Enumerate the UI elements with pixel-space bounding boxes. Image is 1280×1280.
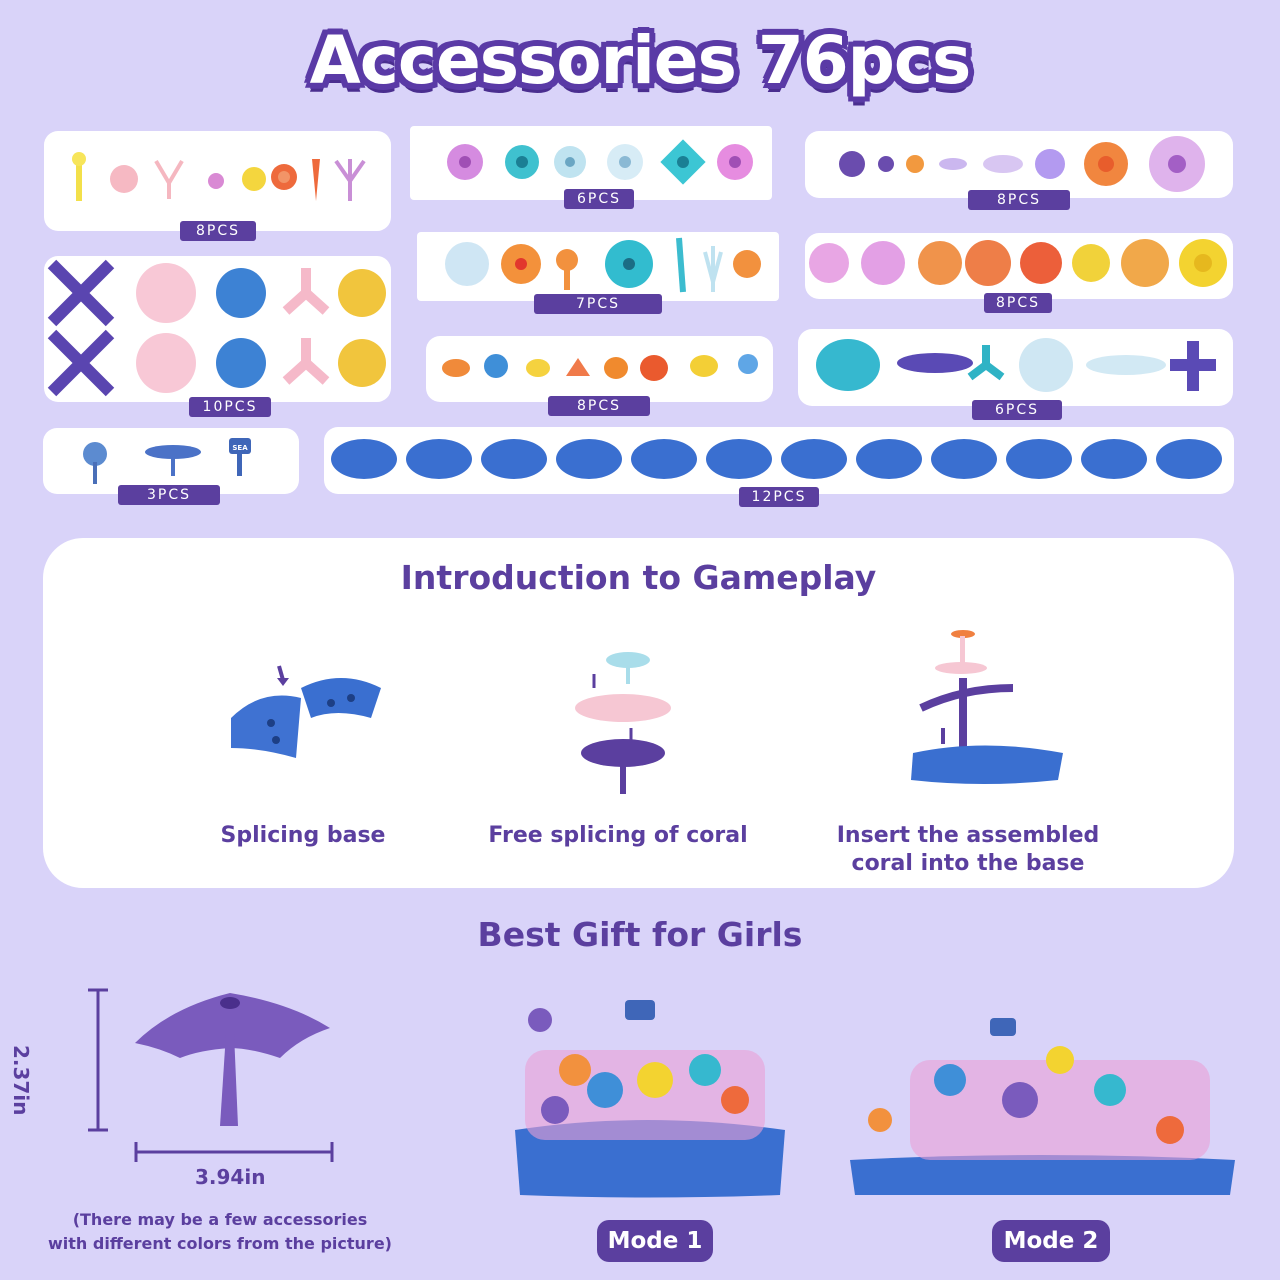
- accessory-group-8: [798, 329, 1233, 406]
- accessory-pieces: [445, 237, 761, 293]
- mode-1-badge: Mode 1: [597, 1220, 713, 1262]
- coral-splicing-image: [575, 652, 671, 794]
- color-disclaimer: (There may be a few accessories with dif…: [40, 1208, 400, 1256]
- mode-1-image: [515, 1000, 785, 1198]
- step-caption: Free splicing of coral: [488, 823, 748, 848]
- accessory-group-6: [805, 233, 1233, 299]
- accessory-pieces: [72, 152, 366, 201]
- page-title: Accessories 76pcs: [309, 22, 972, 99]
- accessory-group-5: [417, 232, 779, 301]
- accessory-group-4: [44, 256, 391, 402]
- step-caption: Insert the assembled coral into the base: [813, 822, 1123, 878]
- group-count-badge: 10PCS: [189, 397, 271, 417]
- group-count-badge: 8PCS: [968, 190, 1070, 210]
- accessory-pieces: [809, 239, 1227, 287]
- accessory-group-1: [44, 131, 391, 231]
- gameplay-panel: Introduction to Gameplay Splicing base F…: [43, 538, 1234, 888]
- accessory-pieces: [447, 139, 753, 185]
- splicing-base-image: [231, 665, 381, 758]
- height-label: 2.37in: [9, 1045, 33, 1116]
- gift-title: Best Gift for Girls: [477, 915, 803, 954]
- gameplay-title: Introduction to Gameplay: [400, 558, 877, 597]
- accessory-pieces: [47, 259, 386, 397]
- accessory-group-9: SEA: [43, 428, 299, 494]
- group-count-badge: 6PCS: [972, 400, 1062, 420]
- accessory-group-3: [805, 131, 1233, 198]
- accessory-group-2: [410, 126, 772, 200]
- width-label: 3.94in: [195, 1165, 266, 1189]
- step-caption: Splicing base: [220, 823, 386, 848]
- group-count-badge: 3PCS: [118, 485, 220, 505]
- accessory-pieces: [442, 354, 758, 381]
- group-count-badge: 8PCS: [548, 396, 650, 416]
- note-line: (There may be a few accessories: [72, 1210, 368, 1229]
- accessory-group-7: [426, 336, 773, 402]
- step-caption-line: Insert the assembled: [836, 823, 1100, 848]
- accessory-pieces: SEA: [83, 438, 251, 484]
- group-count-badge: 7PCS: [534, 294, 662, 314]
- group-count-badge: 6PCS: [564, 189, 634, 209]
- group-count-badge: 12PCS: [739, 487, 819, 507]
- mode-2-badge: Mode 2: [992, 1220, 1110, 1262]
- group-count-badge: 8PCS: [984, 293, 1052, 313]
- group-count-badge: 8PCS: [180, 221, 256, 241]
- insert-coral-image: [911, 630, 1063, 784]
- dimension-lines: [88, 988, 334, 1162]
- coral-size-image: [135, 993, 330, 1126]
- step-caption-line: coral into the base: [851, 851, 1085, 876]
- accessory-pieces: [816, 338, 1216, 392]
- base-pieces: [331, 439, 1222, 479]
- accessory-group-10: [324, 427, 1234, 494]
- note-line: with different colors from the picture): [48, 1234, 392, 1253]
- mode-2-image: [850, 1018, 1235, 1195]
- sea-sign-text: SEA: [232, 444, 248, 452]
- accessory-pieces: [839, 136, 1205, 192]
